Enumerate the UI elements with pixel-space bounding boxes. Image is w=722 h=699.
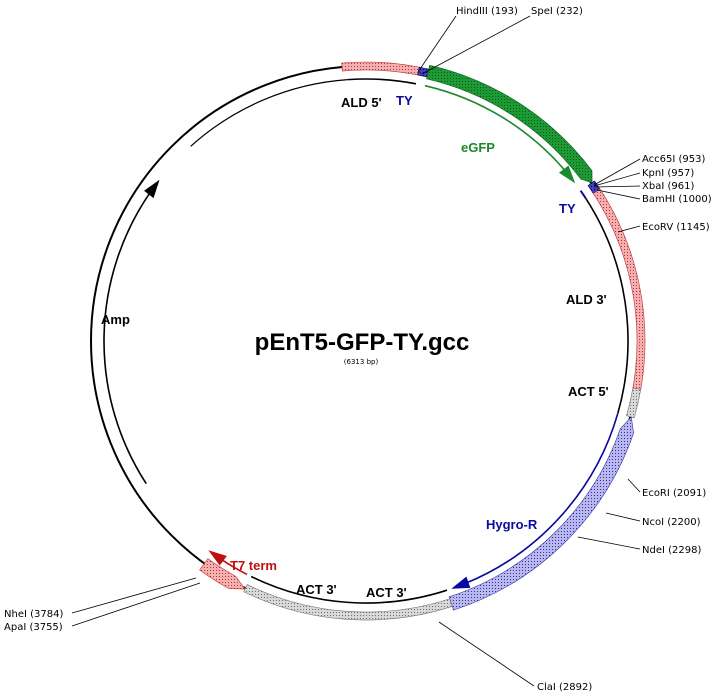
site-label-spei[interactable]: SpeI (232) bbox=[531, 6, 583, 17]
feature-label-t7term[interactable]: T7 term bbox=[230, 558, 277, 573]
act3-arc bbox=[250, 575, 448, 604]
feature-label-act5[interactable]: ACT 5' bbox=[568, 384, 609, 399]
ecorv-callout-line bbox=[617, 225, 641, 233]
site-label-acc65i[interactable]: Acc65I (953) bbox=[642, 154, 706, 165]
nhei-callout-line bbox=[71, 577, 197, 614]
site-callouts: HindIII (193) SpeI (232) Acc65I (953) Kp… bbox=[4, 6, 712, 693]
apai-callout-line bbox=[71, 582, 201, 627]
act5-box bbox=[626, 387, 642, 419]
feature-label-amp[interactable]: Amp bbox=[101, 312, 130, 327]
feature-label-act3-b[interactable]: ACT 3' bbox=[366, 585, 407, 600]
feature-arcs bbox=[103, 78, 629, 604]
kpni-callout-line bbox=[593, 172, 641, 187]
feature-label-act3-a[interactable]: ACT 3' bbox=[296, 582, 337, 597]
ndei-callout-line bbox=[577, 536, 641, 550]
ald3-box bbox=[592, 188, 646, 390]
amp-arc bbox=[103, 190, 153, 485]
ncoi-callout-line bbox=[605, 512, 641, 522]
feature-label-egfp[interactable]: eGFP bbox=[461, 140, 495, 155]
spei-callout-line bbox=[421, 15, 531, 75]
site-label-ecorv[interactable]: EcoRV (1145) bbox=[642, 222, 710, 233]
t7term-arrowhead bbox=[208, 550, 227, 566]
site-label-ndei[interactable]: NdeI (2298) bbox=[642, 545, 701, 556]
site-label-kpni[interactable]: KpnI (957) bbox=[642, 168, 694, 179]
amp-arrowhead bbox=[144, 179, 160, 199]
egfp-box bbox=[426, 64, 593, 184]
site-label-apai[interactable]: ApaI (3755) bbox=[4, 622, 63, 633]
hygro-arc bbox=[463, 412, 619, 585]
hygro-arrowhead bbox=[451, 576, 471, 589]
t7term-box bbox=[199, 558, 246, 590]
site-label-nhei[interactable]: NheI (3784) bbox=[4, 609, 63, 620]
site-label-bamhi[interactable]: BamHI (1000) bbox=[642, 194, 712, 205]
egfp-arrowhead bbox=[558, 165, 576, 184]
ald5-arc bbox=[347, 78, 417, 85]
egfp-arc bbox=[424, 84, 568, 174]
feature-label-ald3[interactable]: ALD 3' bbox=[566, 292, 607, 307]
feature-label-hygro[interactable]: Hygro-R bbox=[486, 517, 538, 532]
plasmid-name: pEnT5-GFP-TY.gcc bbox=[255, 329, 470, 356]
act3-box bbox=[243, 584, 453, 621]
xbai-callout-line bbox=[594, 185, 641, 188]
plasmid-size: (6313 bp) bbox=[344, 358, 379, 366]
site-label-ecori[interactable]: EcoRI (2091) bbox=[642, 488, 706, 499]
feature-boxes bbox=[199, 61, 646, 621]
ald3-arc bbox=[585, 197, 629, 387]
act5-arc bbox=[617, 386, 625, 414]
ald5-box bbox=[341, 61, 420, 76]
inner-ring-arc bbox=[190, 79, 348, 147]
feature-labels: ALD 5' TY eGFP TY ALD 3' ACT 5' Hygro-R … bbox=[101, 93, 609, 600]
site-label-hindiii[interactable]: HindIII (193) bbox=[456, 6, 518, 17]
hindiii-callout-line bbox=[417, 15, 457, 73]
acc65i-callout-line bbox=[593, 158, 641, 186]
bamhi-callout-line bbox=[596, 189, 641, 200]
feature-label-ty-right[interactable]: TY bbox=[559, 201, 576, 216]
ecori-callout-line bbox=[627, 478, 641, 493]
site-label-ncoi[interactable]: NcoI (2200) bbox=[642, 517, 701, 528]
clai-callout-line bbox=[438, 621, 535, 687]
feature-label-ald5[interactable]: ALD 5' bbox=[341, 95, 382, 110]
site-label-clai[interactable]: ClaI (2892) bbox=[537, 682, 592, 693]
site-label-xbai[interactable]: XbaI (961) bbox=[642, 181, 694, 192]
feature-label-ty-top[interactable]: TY bbox=[396, 93, 413, 108]
ty-arc bbox=[579, 190, 587, 199]
